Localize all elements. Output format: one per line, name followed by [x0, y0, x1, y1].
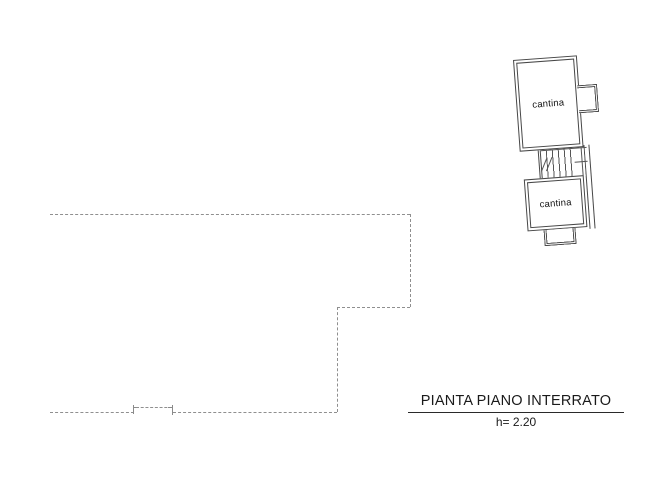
dashed-boundary-top — [50, 214, 410, 215]
stair-treads — [545, 147, 576, 179]
cantina-room-upper: cantina — [513, 55, 584, 152]
plan-caption: PIANTA PIANO INTERRATO h= 2.20 — [408, 393, 624, 429]
entrance-notch-stub-right — [168, 407, 172, 408]
cantina-room-lower: cantina — [523, 175, 588, 232]
plan-height-note: h= 2.20 — [495, 415, 537, 429]
window-well-right — [577, 83, 600, 114]
dashed-boundary-bottom-left — [50, 412, 134, 413]
dashed-boundary-step-horizontal — [337, 307, 410, 308]
entrance-notch-tick-left — [133, 405, 134, 414]
dashed-boundary-step-vertical — [337, 307, 338, 412]
plan-title: PIANTA PIANO INTERRATO — [408, 393, 624, 413]
window-well-bottom — [543, 227, 577, 247]
room-label-lower: cantina — [539, 196, 572, 210]
room-label-upper: cantina — [531, 96, 565, 111]
entrance-notch-tick-right — [172, 405, 173, 415]
dashed-boundary-right — [410, 214, 411, 307]
entrance-notch-dashed — [136, 407, 172, 408]
basement-rooms-block: cantina cantina — [513, 53, 618, 247]
dashed-boundary-bottom-right — [173, 412, 337, 413]
